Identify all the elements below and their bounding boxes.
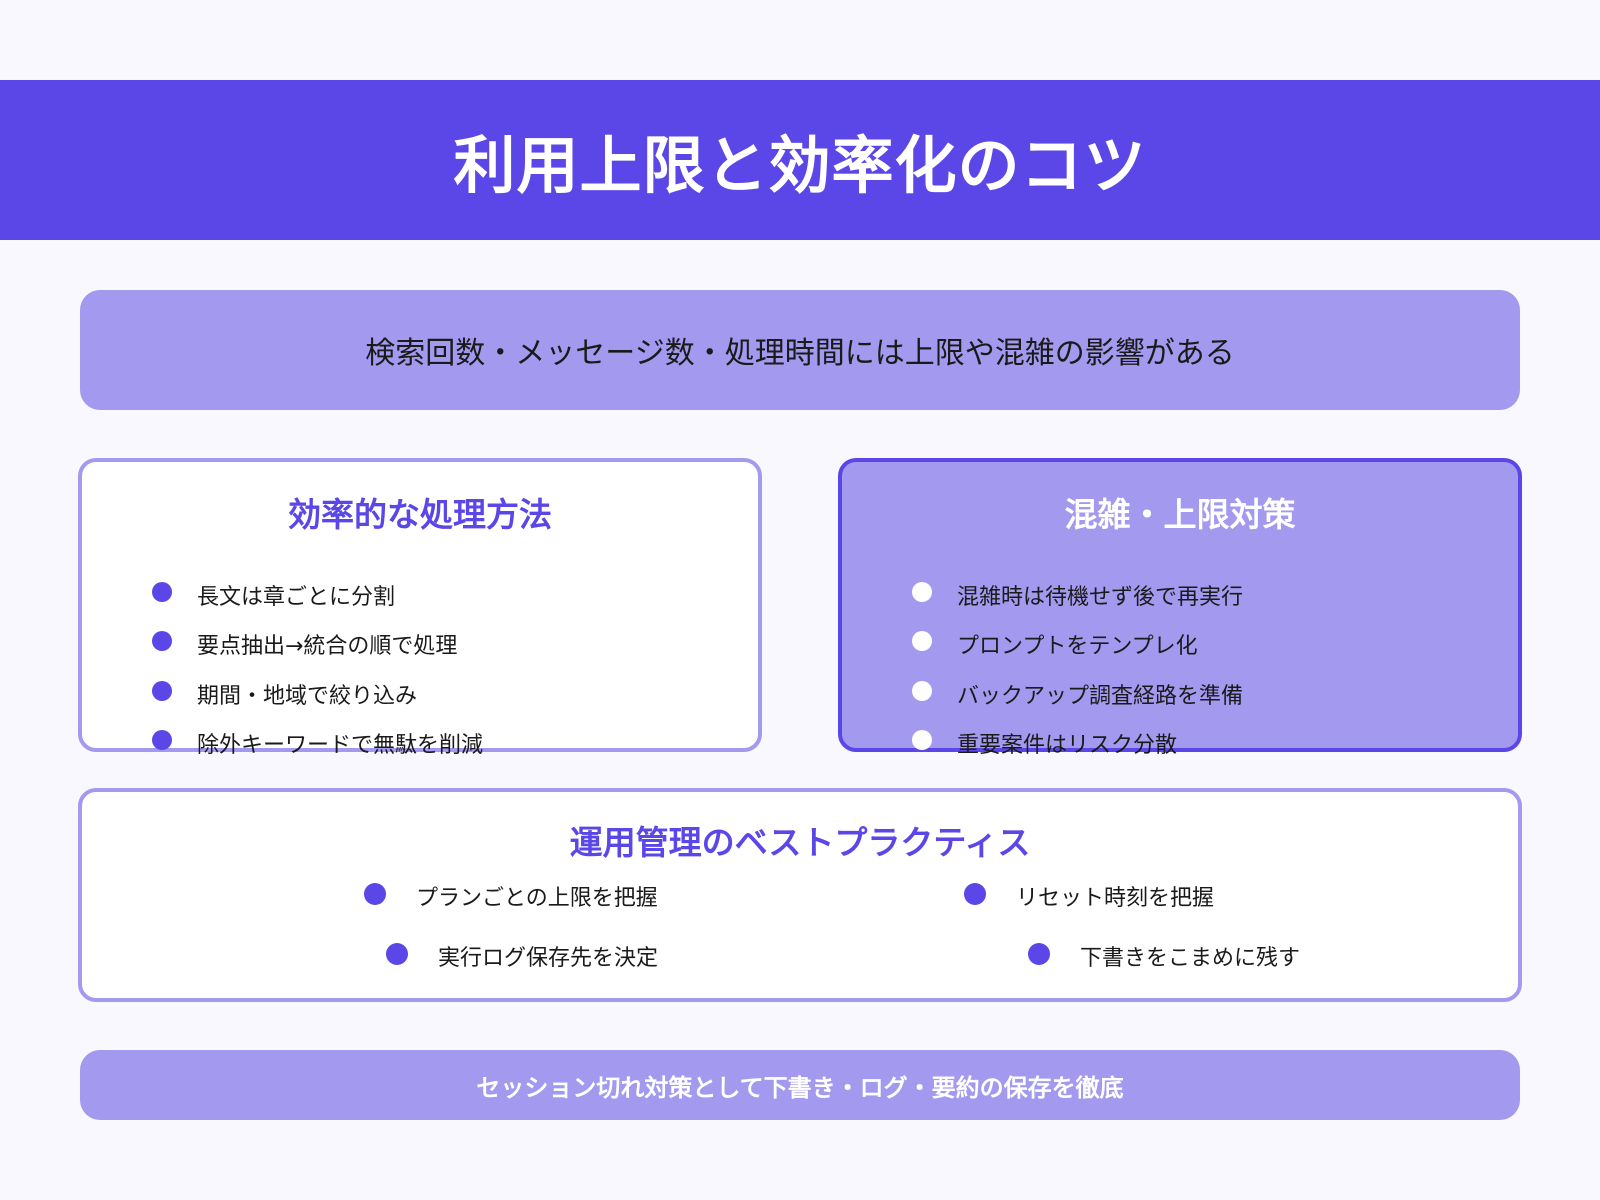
bullet-icon: [964, 883, 986, 905]
list-item: 期間・地域で絞り込み: [152, 669, 483, 719]
best-practice-text: リセット時刻を把握: [1016, 886, 1215, 911]
best-practice-text: プランごとの上限を把握: [416, 886, 658, 911]
best-practices-card: 運用管理のベストプラクティス プランごとの上限を把握 リセット時刻を把握 実行ロ…: [78, 788, 1522, 1002]
bullet-icon: [912, 680, 932, 701]
list-item: 混雑時は待機せず後で再実行: [912, 570, 1243, 620]
bullet-icon: [1028, 943, 1050, 965]
best-practices-title: 運用管理のベストプラクティス: [569, 823, 1031, 862]
bullet-icon: [912, 730, 932, 751]
bullet-icon: [364, 883, 386, 905]
list-item-text: 混雑時は待機せず後で再実行: [957, 584, 1244, 610]
list-item-text: 期間・地域で絞り込み: [197, 683, 418, 709]
page-title: 利用上限と効率化のコツ: [453, 129, 1147, 202]
list-item: 重要案件はリスク分散: [912, 719, 1243, 769]
best-practice-item: 下書きをこまめに残す: [1028, 940, 1300, 972]
bullet-icon: [152, 680, 172, 701]
efficient-processing-list: 長文は章ごとに分割 要点抽出→統合の順で処理 期間・地域で絞り込み 除外キーワー…: [152, 570, 483, 768]
best-practice-text: 下書きをこまめに残す: [1080, 946, 1301, 971]
list-item: 要点抽出→統合の順で処理: [152, 620, 483, 670]
bullet-icon: [386, 943, 408, 965]
list-item-text: 除外キーワードで無駄を削減: [197, 733, 484, 759]
congestion-measures-title: 混雑・上限対策: [1064, 495, 1296, 534]
summary-text: 検索回数・メッセージ数・処理時間には上限や混雑の影響がある: [365, 336, 1235, 371]
list-item: プロンプトをテンプレ化: [912, 620, 1243, 670]
header-banner: 利用上限と効率化のコツ: [0, 80, 1600, 240]
footer-text: セッション切れ対策として下書き・ログ・要約の保存を徹底: [476, 1073, 1124, 1102]
list-item-text: バックアップ調査経路を準備: [957, 683, 1244, 709]
list-item-text: 長文は章ごとに分割: [197, 584, 396, 610]
list-item: バックアップ調査経路を準備: [912, 669, 1243, 719]
bullet-icon: [152, 631, 172, 652]
bullet-icon: [912, 581, 932, 602]
efficient-processing-title: 効率的な処理方法: [288, 495, 552, 534]
list-item-text: 要点抽出→統合の順で処理: [197, 634, 458, 660]
best-practice-text: 実行ログ保存先を決定: [438, 946, 659, 971]
footer-banner: セッション切れ対策として下書き・ログ・要約の保存を徹底: [80, 1050, 1520, 1120]
best-practice-item: プランごとの上限を把握: [364, 880, 658, 912]
best-practice-item: リセット時刻を把握: [964, 880, 1214, 912]
summary-banner: 検索回数・メッセージ数・処理時間には上限や混雑の影響がある: [80, 290, 1520, 410]
congestion-measures-list: 混雑時は待機せず後で再実行 プロンプトをテンプレ化 バックアップ調査経路を準備 …: [912, 570, 1243, 768]
efficient-processing-card: 効率的な処理方法 長文は章ごとに分割 要点抽出→統合の順で処理 期間・地域で絞り…: [78, 458, 762, 758]
bullet-icon: [152, 730, 172, 751]
list-item-text: プロンプトをテンプレ化: [957, 634, 1198, 660]
bullet-icon: [912, 631, 932, 652]
best-practice-item: 実行ログ保存先を決定: [386, 940, 658, 972]
list-item-text: 重要案件はリスク分散: [957, 733, 1178, 759]
list-item: 除外キーワードで無駄を削減: [152, 719, 483, 769]
congestion-measures-card: 混雑・上限対策 混雑時は待機せず後で再実行 プロンプトをテンプレ化 バックアップ…: [838, 458, 1522, 758]
bullet-icon: [152, 581, 172, 602]
list-item: 長文は章ごとに分割: [152, 570, 483, 620]
